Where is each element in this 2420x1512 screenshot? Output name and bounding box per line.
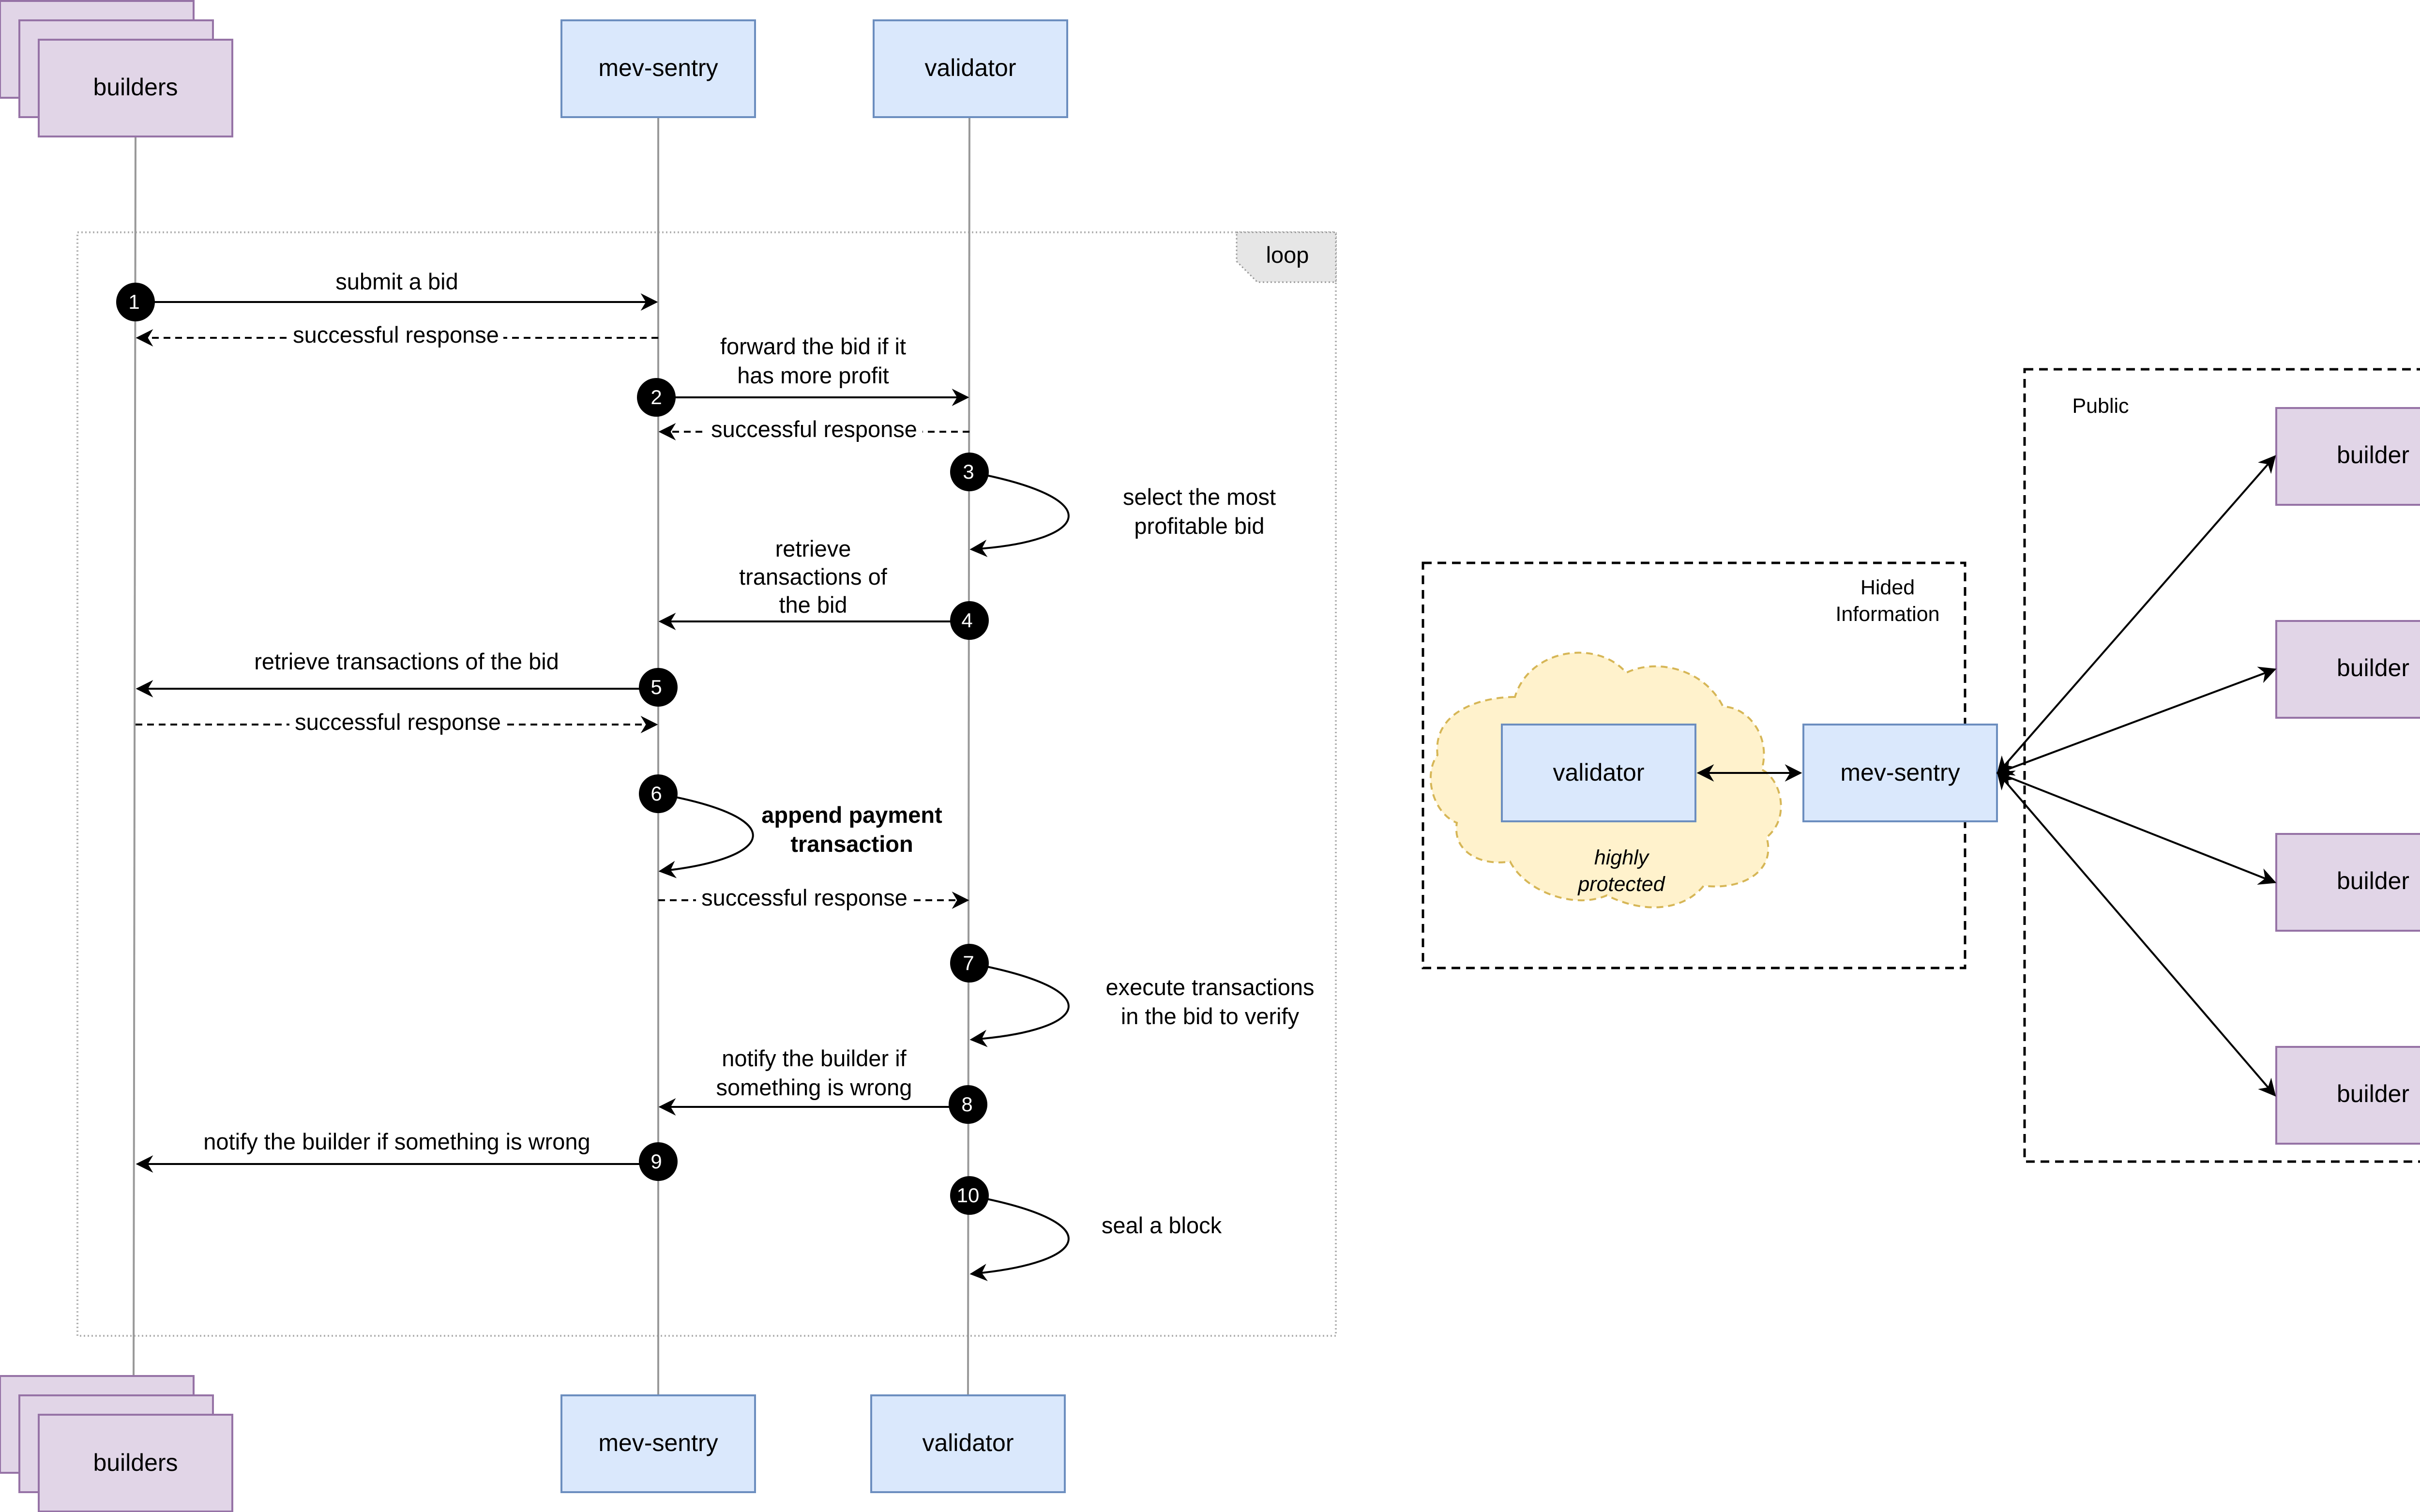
participant-label: mev-sentry (598, 54, 718, 81)
message-label-line2: transaction (790, 831, 913, 857)
step-badge (116, 283, 155, 321)
node-label: builder (2337, 441, 2409, 469)
topology-builder-4: builder (2275, 1046, 2420, 1145)
step-number: 3 (963, 460, 974, 483)
message-label-line2: in the bid to verify (1121, 1003, 1300, 1029)
step-badge (639, 1142, 678, 1181)
cloud-label-line2: protected (1577, 873, 1665, 896)
topology-builder-1: builder (2275, 407, 2420, 506)
step-2: forward the bid if it has more profit 2 (637, 333, 969, 417)
participant-mev-sentry-bottom: mev-sentry (560, 1394, 756, 1493)
self-loop-arrow (969, 962, 1070, 1047)
step-number: 2 (650, 386, 662, 408)
node-label: builder (2337, 867, 2409, 894)
participant-mev-sentry-top: mev-sentry (560, 19, 756, 118)
message-label-line1: retrieve (775, 536, 851, 561)
step-number: 10 (957, 1184, 980, 1207)
step-badge (637, 378, 676, 417)
participant-label: validator (923, 1429, 1014, 1456)
topology-mev-sentry: mev-sentry (1802, 724, 1998, 822)
sentry-builder-link-2 (1996, 666, 2277, 776)
message-label: retrieve transactions of the bid (254, 649, 559, 674)
step-number: 5 (650, 676, 662, 698)
participant-validator-top: validator (873, 19, 1068, 118)
self-loop-arrow (658, 793, 754, 878)
message-label: submit a bid (335, 269, 458, 294)
response-label: successful response (295, 709, 501, 735)
sentry-builder-link-3 (1996, 771, 2277, 885)
step-badge (950, 1176, 989, 1215)
step-1: submit a bid 1 (116, 269, 658, 321)
step-4: retrieve transactions of the bid 4 (658, 536, 989, 640)
step-badge (950, 453, 989, 491)
topology-builder-2: builder (2275, 620, 2420, 719)
participant-builders-top: builders (0, 0, 233, 137)
sentry-builder-link-1 (1996, 455, 2276, 774)
step-badge (639, 774, 678, 813)
message-label: seal a block (1102, 1212, 1222, 1238)
participant-label: builders (93, 74, 178, 101)
message-label-line2: has more profit (737, 363, 889, 388)
step-number: 7 (963, 952, 974, 974)
sentry-builder-link-4 (1996, 771, 2276, 1097)
message-label-line1: execute transactions (1105, 974, 1314, 1000)
response-2: successful response (658, 416, 969, 444)
topology-validator: validator (1501, 724, 1696, 822)
response-label: successful response (293, 322, 499, 348)
step-badge (639, 668, 678, 707)
step-9: notify the builder if something is wrong… (136, 1129, 678, 1181)
participant-validator-bottom: validator (870, 1394, 1066, 1493)
self-loop-arrow (969, 1194, 1070, 1281)
public-zone-label: Public (2072, 394, 2129, 418)
response-label: successful response (701, 885, 908, 910)
loop-tab (1236, 231, 1337, 283)
cloud-label-line1: highly (1594, 846, 1650, 869)
step-5: retrieve transactions of the bid 5 (136, 649, 678, 707)
message-label: notify the builder if something is wrong (203, 1129, 590, 1154)
participant-label: validator (925, 54, 1016, 81)
step-number: 6 (650, 782, 662, 805)
response-5: successful response (136, 709, 658, 737)
response-label: successful response (711, 416, 917, 442)
node-label: validator (1553, 759, 1645, 786)
hidden-info-label-line1: Hided (1860, 576, 1915, 599)
message-label-line1: select the most (1123, 484, 1276, 510)
message-label-line1: notify the builder if (722, 1045, 907, 1071)
topology-diagram: Hided Information highly protected valid… (1422, 368, 2420, 1163)
sequence-diagram: loop builders mev-sentry validator build… (0, 0, 1337, 1512)
node-label: mev-sentry (1840, 759, 1960, 786)
step-3: 3 select the most profitable bid (950, 453, 1276, 557)
message-label-line1: forward the bid if it (720, 333, 906, 359)
loop-label: loop (1266, 242, 1309, 268)
step-number: 8 (961, 1093, 972, 1116)
step-number: 9 (650, 1150, 662, 1173)
participant-label: builders (93, 1449, 178, 1476)
step-7: 7 execute transactions in the bid to ver… (950, 944, 1315, 1047)
message-label-line2: profitable bid (1134, 513, 1264, 539)
hidden-info-label-line2: Information (1835, 603, 1939, 626)
response-1: successful response (136, 322, 658, 350)
node-label: builder (2337, 654, 2409, 681)
public-zone (2023, 368, 2420, 1163)
step-number: 4 (961, 609, 972, 632)
topology-builder-3: builder (2275, 833, 2420, 932)
step-number: 1 (128, 290, 139, 313)
step-8: notify the builder if something is wrong… (658, 1045, 987, 1124)
step-10: 10 seal a block (950, 1176, 1222, 1281)
step-6: 6 append payment transaction (639, 774, 942, 878)
self-loop-arrow (969, 471, 1070, 557)
participant-label: mev-sentry (598, 1429, 718, 1456)
participant-builders-bottom: builders (0, 1375, 233, 1512)
step-badge (950, 944, 989, 983)
message-label-line1: append payment (761, 802, 942, 828)
step-badge (950, 601, 989, 640)
message-label-line2: something is wrong (716, 1074, 912, 1100)
node-label: builder (2337, 1080, 2409, 1107)
step-badge (949, 1085, 987, 1124)
response-6: successful response (658, 885, 969, 913)
message-label-line3: the bid (779, 592, 847, 618)
message-label-line2: transactions of (739, 564, 888, 590)
lifeline-builders (133, 136, 136, 1376)
